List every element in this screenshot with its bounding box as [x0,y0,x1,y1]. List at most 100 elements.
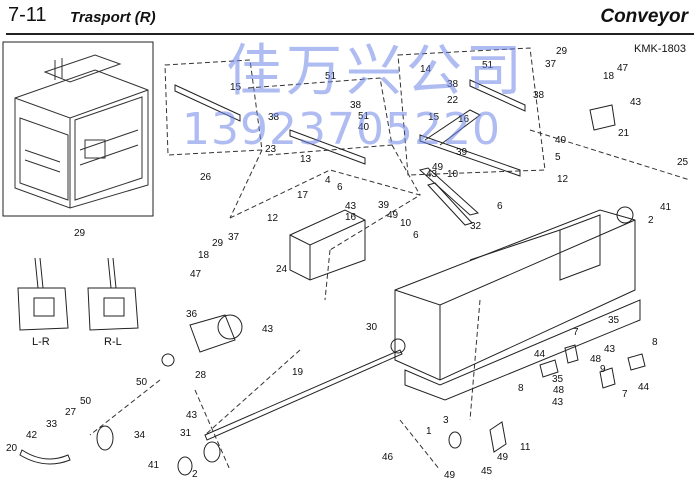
callout: 35 [552,374,564,385]
upper-rails [174,79,526,177]
callout: 51 [482,60,494,71]
callout: 37 [228,232,240,243]
bracket-variants [17,257,139,331]
variant-labels: L-R R-L [32,336,122,348]
callout: 45 [481,466,493,477]
callout: 43 [630,97,642,108]
machine-illustration [14,54,149,209]
callout: 29 [556,46,568,57]
callout: 49 [444,470,456,481]
callout: 35 [608,315,620,326]
callout: 29 [74,228,86,239]
middle-frame [289,209,366,281]
callout: 44 [638,382,650,393]
callout: 11 [520,442,531,453]
pulleys [19,425,221,476]
callout: 47 [190,269,202,280]
callout: 49 [497,452,509,463]
drawing-code: KMK-1803 [634,43,686,55]
lower-hardware [448,344,646,453]
callout: 16 [345,212,357,223]
variant-label-left: L-R [32,336,50,348]
callout: 30 [366,322,378,333]
callout: 43 [604,344,616,355]
callout: 43 [552,397,564,408]
callout: 38 [268,112,280,123]
callout: 31 [180,428,192,439]
section-number: 7-11 [8,4,47,26]
watermark-phone: 13923705220 [182,104,501,155]
callout: 33 [46,419,58,430]
callout: 49 [387,210,399,221]
callout: 27 [65,407,77,418]
callout: 29 [212,238,224,249]
callout: 22 [447,95,459,106]
callout: 28 [195,370,207,381]
callout: 10 [400,218,412,229]
callout: 2 [648,215,654,226]
callout: 39 [456,147,468,158]
callout: 16 [458,114,470,125]
callout: 46 [382,452,394,463]
callout: 23 [265,144,277,155]
callout: 38 [447,79,459,90]
main-conveyor-frame [394,206,641,401]
callout: 7 [573,327,579,338]
callout: 14 [420,64,432,75]
callout: 6 [497,201,503,212]
callout: 1 [426,426,432,437]
callout: 41 [148,460,160,471]
callout: 9 [600,364,606,375]
callout: 43 [262,324,274,335]
callout: 12 [557,174,569,185]
belts [418,167,480,226]
callout: 47 [617,63,629,74]
callout: 43 [345,201,357,212]
callout: 34 [134,430,146,441]
callout: 36 [186,309,198,320]
callout: 49 [432,162,444,173]
callout: 48 [590,354,602,365]
callout: 17 [297,190,309,201]
assembly-outlines [89,47,691,471]
callout: 44 [534,349,546,360]
section-title: Trasport (R) [70,9,156,26]
callout: 43 [426,169,438,180]
callout: 51 [358,111,370,122]
callout: 3 [443,415,449,426]
callout: 4 [325,175,331,186]
callout: 15 [230,82,242,93]
callout: 38 [533,90,545,101]
callout: 8 [518,383,524,394]
callout: 51 [325,71,337,82]
callout: 37 [545,59,557,70]
callout: 18 [198,250,210,261]
motor [161,314,243,367]
callout: 15 [428,112,440,123]
bracket-21 [589,104,616,131]
callout: 43 [186,410,198,421]
callout: 38 [350,100,362,111]
callout: 21 [618,128,630,139]
callout: 12 [267,213,279,224]
callout: 40 [358,122,370,133]
callout: 40 [555,135,567,146]
watermark-company: 佳万兴公司 [226,39,526,104]
callout: 39 [378,200,390,211]
variant-label-right: R-L [104,336,122,348]
callout: 41 [660,202,672,213]
category-title: Conveyor [600,6,688,27]
callout: 26 [200,172,212,183]
callout: 19 [292,367,304,378]
callout-labels: 15 26 51 38 38 51 40 23 13 14 51 38 22 3… [6,46,689,481]
callout: 50 [80,396,92,407]
callout: 5 [555,152,561,163]
callout: 25 [677,157,689,168]
callout: 2 [192,469,198,480]
callout: 20 [6,443,18,454]
callout: 50 [136,377,148,388]
callout: 8 [652,337,658,348]
callout: 18 [603,71,615,82]
